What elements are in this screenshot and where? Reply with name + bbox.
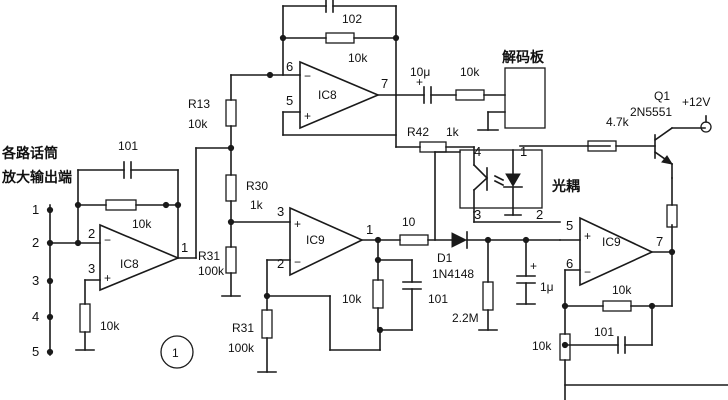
opto-pin-3: 3 (474, 207, 481, 222)
ic8a-pin-noninv: 3 (88, 261, 95, 276)
ic8a-name: IC8 (120, 257, 139, 271)
ic8a-feedback-cap: 101 (118, 139, 138, 153)
ic9b-name: IC9 (602, 235, 621, 249)
svg-text:+: + (584, 229, 591, 243)
decoder-board (504, 67, 546, 129)
ic9a-pin-out: 1 (366, 222, 373, 237)
ic8a-pin-inv: 2 (88, 226, 95, 241)
ic8b-out-cap: 10μ (410, 65, 430, 79)
svg-text:−: − (584, 265, 591, 279)
ic9a-pin-inv: 2 (277, 256, 284, 271)
opto-pin-4: 4 (474, 144, 481, 159)
ic9-comparator: + − IC9 5 6 7 10k 10k 101 (532, 177, 728, 400)
ic8a-feedback-res: 10k (132, 217, 152, 231)
diode-name: D1 (437, 251, 453, 265)
ic9b-pin-out: 7 (656, 234, 663, 249)
ic9a-pin-noninv: 3 (277, 204, 284, 219)
q1-type: 2N5551 (630, 105, 672, 119)
opto-pin-1: 1 (520, 144, 527, 159)
r13-name: R13 (188, 97, 210, 111)
svg-text:+: + (294, 217, 301, 231)
r42-name: R42 (407, 125, 429, 139)
svg-text:+: + (416, 75, 423, 89)
ic9-buffer-amp: + − IC9 3 2 1 R31 100k 10 10k (228, 204, 453, 373)
ic9a-name: IC9 (306, 233, 325, 247)
input-pin-1: 1 (32, 202, 39, 217)
svg-text:+: + (530, 259, 537, 273)
figure-number: 1 (172, 346, 179, 360)
divider-network: R13 10k R30 1k (188, 71, 274, 297)
ic8a-pin-out: 1 (181, 240, 188, 255)
ic8b-pin-noninv: 5 (286, 93, 293, 108)
ic9b-pin-inv: 6 (566, 256, 573, 271)
figure-number-badge: 1 (160, 335, 194, 369)
ic9a-res-shunt: 10k (342, 292, 362, 306)
input-pin-5: 5 (32, 344, 39, 359)
ic9b-pin-noninv: 5 (566, 218, 573, 233)
r30-name: R30 (246, 179, 268, 193)
input-pin-4: 4 (32, 309, 39, 324)
input-connector: 各路话筒 放大输出端 1 2 3 4 5 (1, 145, 101, 359)
r13-value: 10k (188, 117, 208, 131)
diode-type: 1N4148 (432, 267, 474, 281)
detector-cap: 1μ (540, 280, 554, 294)
ic8-summing-amp: − + IC8 2 3 1 101 10k 10k R31 100k (74, 139, 232, 351)
ic9a-res-out: 10 (402, 215, 416, 229)
ic8a-out-res-value: 100k (198, 264, 225, 278)
r30-value: 1k (250, 198, 264, 212)
input-label-line1: 各路话筒 (1, 145, 58, 162)
svg-text:−: − (294, 255, 301, 269)
ic8b-feedback-cap: 102 (342, 12, 362, 26)
svg-text:+: + (104, 271, 111, 285)
ic8a-input-res: 10k (100, 319, 120, 333)
ic9a-r31-value: 100k (228, 341, 255, 355)
input-pin-3: 3 (32, 273, 39, 288)
ic8b-out-res: 10k (460, 65, 480, 79)
ic8b-name: IC8 (318, 88, 337, 102)
ic8b-feedback-res: 10k (348, 51, 368, 65)
ic9a-cap-shunt: 101 (428, 292, 448, 306)
ic8b-pin-out: 7 (381, 76, 388, 91)
supply-label: +12V (682, 95, 710, 109)
q1-name: Q1 (654, 89, 670, 103)
optocoupler: R42 1k 4 1 3 2 光耦 (395, 94, 611, 223)
r42-value: 1k (446, 125, 460, 139)
ic9b-feedback-res: 10k (612, 283, 632, 297)
detector-stage: D1 1N4148 2.2M + 1μ (432, 151, 561, 331)
opto-pin-2: 2 (536, 207, 543, 222)
input-pin-2: 2 (32, 235, 39, 250)
transistor-q1: 4.7k Q1 2N5551 +12V (587, 89, 712, 179)
svg-text:+: + (304, 109, 311, 123)
svg-text:−: − (104, 233, 111, 247)
detector-res: 2.2M (452, 311, 479, 325)
ic9b-input-res: 10k (532, 339, 552, 353)
optocoupler-box (459, 149, 543, 209)
q1-base-res: 4.7k (606, 115, 630, 129)
ic8a-out-res-name: R31 (198, 249, 220, 263)
ic9b-feedback-cap: 101 (594, 325, 614, 339)
svg-text:−: − (304, 69, 311, 83)
ic8b-pin-inv: 6 (286, 59, 293, 74)
input-label-line2: 放大输出端 (1, 169, 72, 186)
decoder-label: 解码板 (502, 49, 545, 66)
optocoupler-label: 光耦 (551, 178, 580, 195)
ic9a-r31-name: R31 (232, 321, 254, 335)
ic8-output-amp: − + IC8 6 5 7 102 10k + 10μ 10k 解码板 (269, 0, 546, 136)
